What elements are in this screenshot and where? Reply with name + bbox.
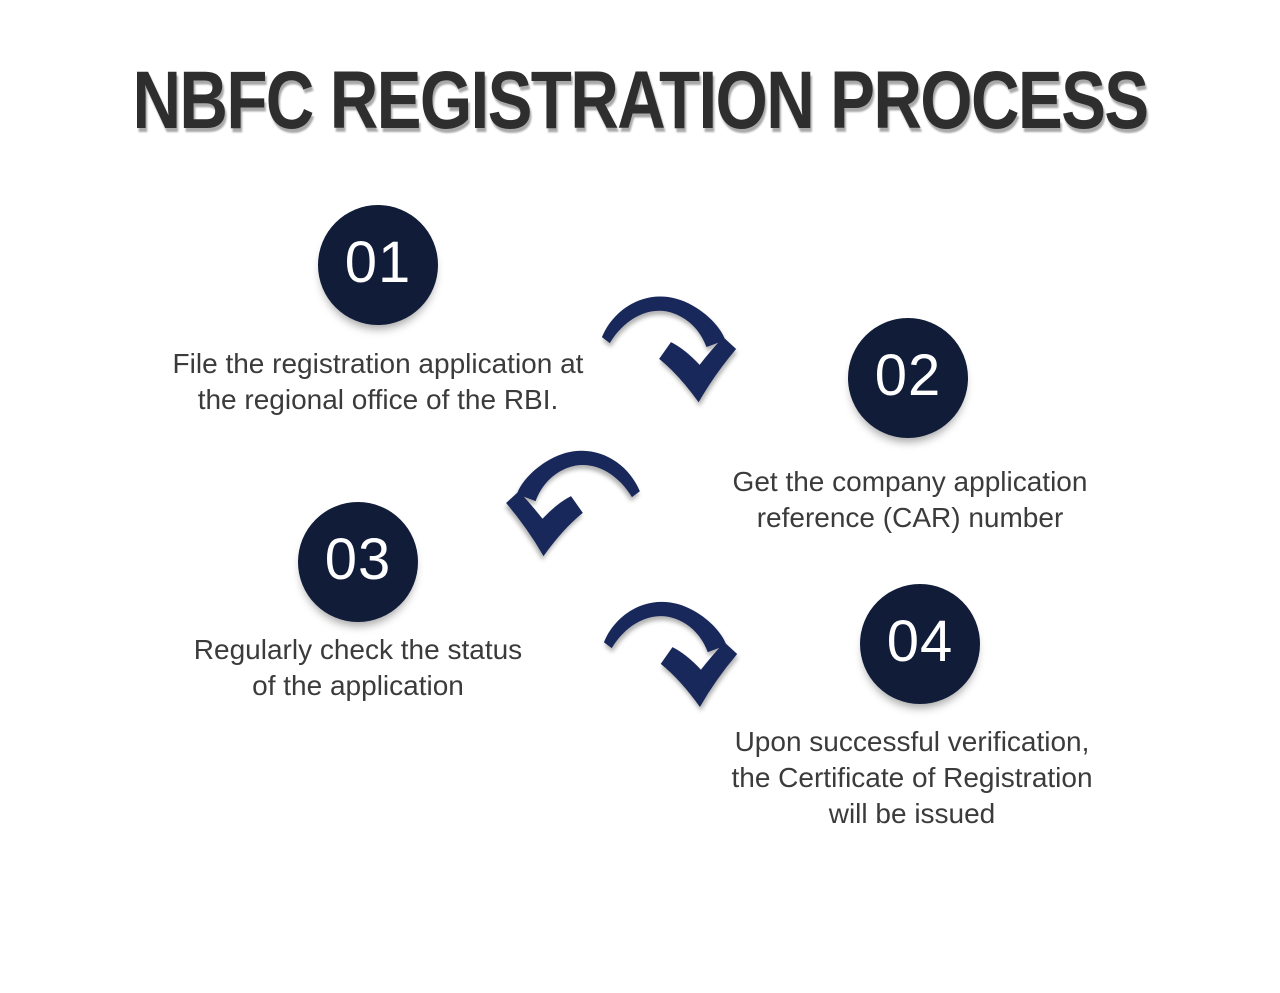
step-4-line-2: the Certificate of Registration (731, 762, 1093, 793)
step-4-number: 04 (886, 609, 954, 674)
step-3-description: Regularly check the status of the applic… (58, 632, 658, 704)
curved-arrow-icon (506, 450, 640, 557)
step-1-description: File the registration application at the… (78, 346, 678, 418)
step-3-number-badge: 03 (298, 502, 418, 622)
step-3-line-2: of the application (252, 670, 464, 701)
arrow-step2-to-step3-icon (490, 446, 654, 564)
arrow-step1-to-step2-icon (596, 290, 744, 412)
step-1-number-badge: 01 (318, 205, 438, 325)
step-1-number: 01 (344, 230, 412, 295)
step-2-description: Get the company application reference (C… (610, 464, 1210, 536)
step-2-line-1: Get the company application (732, 466, 1088, 497)
step-2-number: 02 (874, 343, 942, 408)
step-4-description: Upon successful verification, the Certif… (612, 724, 1212, 832)
step-1-line-1: File the registration application at (172, 348, 584, 379)
curved-arrow-icon (601, 296, 737, 403)
curved-arrow-icon (603, 601, 738, 707)
step-3-number: 03 (324, 527, 392, 592)
step-3-line-1: Regularly check the status (193, 634, 523, 665)
step-2-line-2: reference (CAR) number (756, 502, 1064, 533)
step-1-line-2: the regional office of the RBI. (197, 384, 559, 415)
arrow-step3-to-step4-icon (598, 596, 745, 716)
step-4-line-1: Upon successful verification, (734, 726, 1090, 757)
page-title: NBFC REGISTRATION PROCESS (132, 55, 1150, 146)
step-4-number-badge: 04 (860, 584, 980, 704)
step-2-number-badge: 02 (848, 318, 968, 438)
step-4-line-3: will be issued (828, 798, 996, 829)
